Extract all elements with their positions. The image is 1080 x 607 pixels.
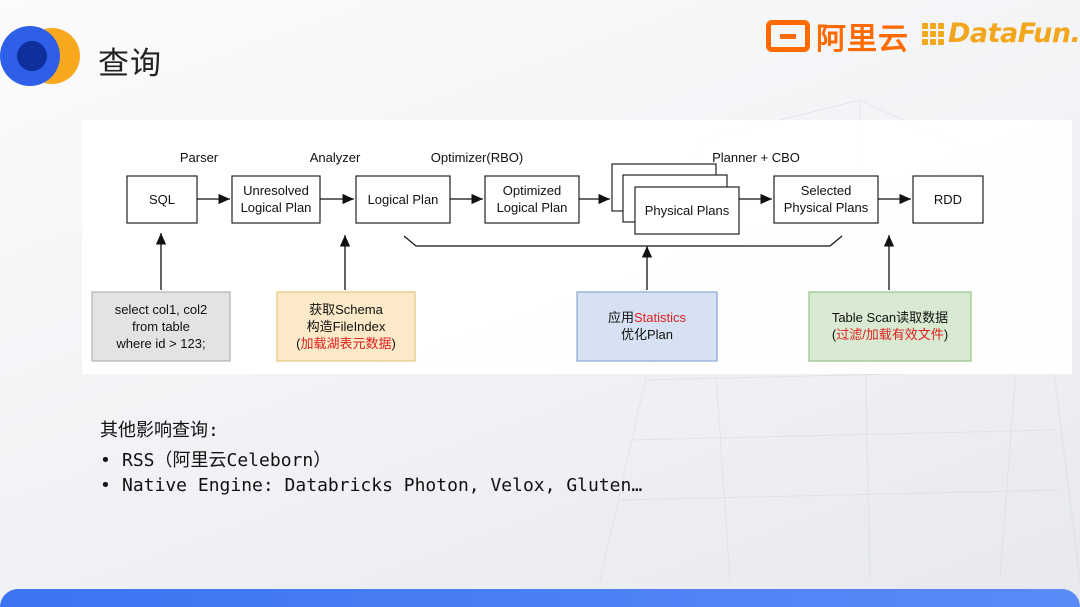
sql-note-line3: where id > 123; bbox=[115, 336, 205, 351]
stats-note-box bbox=[576, 291, 718, 362]
stage-label-planner: Planner + CBO bbox=[712, 150, 800, 165]
sql-note-box bbox=[91, 291, 231, 362]
node-rdd-box bbox=[912, 175, 984, 224]
analyzer-note-box bbox=[276, 291, 416, 362]
node-logical-plan-box bbox=[355, 175, 451, 224]
aliyun-logo-text: 阿里云 bbox=[816, 22, 909, 57]
node-sql: SQL bbox=[149, 192, 175, 207]
node-unresolved-line2: Logical Plan bbox=[241, 200, 312, 215]
node-rdd: RDD bbox=[934, 192, 962, 207]
other-factors-heading: 其他影响查询: bbox=[100, 420, 219, 441]
node-sql-box bbox=[126, 175, 198, 224]
scan-note-open-paren: ( bbox=[832, 327, 837, 342]
scan-note-line1: Table Scan读取数据 bbox=[832, 310, 948, 325]
other-factors-list: RSS（阿里云Celeborn） Native Engine: Databric… bbox=[100, 446, 642, 496]
stage-label-parser: Parser bbox=[180, 150, 219, 165]
node-selected-box bbox=[773, 175, 879, 224]
analyzer-note-highlight: 加载湖表元数据 bbox=[300, 336, 391, 351]
query-pipeline-diagram: Parser Analyzer Optimizer(RBO) Planner +… bbox=[82, 120, 1072, 374]
node-selected-line1: Selected bbox=[801, 183, 852, 198]
datafun-logo: DataFun. bbox=[922, 18, 1080, 49]
scan-note-highlight: 过滤/加载有效文件 bbox=[836, 327, 944, 342]
other-factors-section: 其他影响查询: RSS（阿里云Celeborn） Native Engine: … bbox=[100, 416, 642, 499]
node-optimized-line1: Optimized bbox=[503, 183, 562, 198]
node-physical-plans: Physical Plans bbox=[645, 203, 730, 218]
node-optimized-box bbox=[484, 175, 580, 224]
aliyun-mark-icon bbox=[766, 20, 810, 52]
footer-bar bbox=[0, 589, 1080, 607]
node-logical-plan: Logical Plan bbox=[368, 192, 439, 207]
analyzer-note-open-paren: ( bbox=[296, 336, 301, 351]
analyzer-note-line1: 获取Schema bbox=[309, 302, 383, 317]
stage-label-analyzer: Analyzer bbox=[310, 150, 361, 165]
diagram-canvas: Parser Analyzer Optimizer(RBO) Planner +… bbox=[91, 150, 984, 362]
note-arrows bbox=[155, 233, 895, 290]
datafun-dots-icon bbox=[922, 22, 944, 45]
sql-note-line2: from table bbox=[132, 319, 190, 334]
node-optimized-line2: Logical Plan bbox=[497, 200, 568, 215]
stats-note-line1: 应用Statistics bbox=[608, 310, 687, 325]
analyzer-note-close-paren: ) bbox=[392, 336, 396, 351]
list-item: RSS（阿里云Celeborn） bbox=[100, 446, 642, 472]
stats-note-prefix: 应用 bbox=[608, 310, 634, 325]
sql-note-line1: select col1, col2 bbox=[115, 302, 208, 317]
page-title: 查询 bbox=[98, 46, 162, 82]
stats-note-line2: 优化Plan bbox=[621, 327, 673, 342]
scan-note-box bbox=[808, 291, 972, 362]
list-item: Native Engine: Databricks Photon, Velox,… bbox=[100, 475, 642, 496]
optimization-bracket bbox=[403, 235, 843, 247]
node-unresolved-box bbox=[231, 175, 321, 224]
node-selected-line2: Physical Plans bbox=[784, 200, 869, 215]
stats-note-highlight: Statistics bbox=[634, 310, 687, 325]
logo-circles-icon bbox=[0, 26, 80, 86]
scan-note-line2: (过滤/加载有效文件) bbox=[832, 327, 948, 342]
node-unresolved-line1: Unresolved bbox=[243, 183, 309, 198]
datafun-logo-text: DataFun. bbox=[948, 18, 1080, 49]
stage-label-optimizer: Optimizer(RBO) bbox=[431, 150, 523, 165]
node-physical-plans-box bbox=[634, 186, 740, 235]
scan-note-close-paren: ) bbox=[944, 327, 948, 342]
analyzer-note-line3: (加载湖表元数据) bbox=[296, 336, 396, 351]
analyzer-note-line2: 构造FileIndex bbox=[307, 319, 386, 334]
aliyun-logo: 阿里云 bbox=[766, 14, 909, 58]
